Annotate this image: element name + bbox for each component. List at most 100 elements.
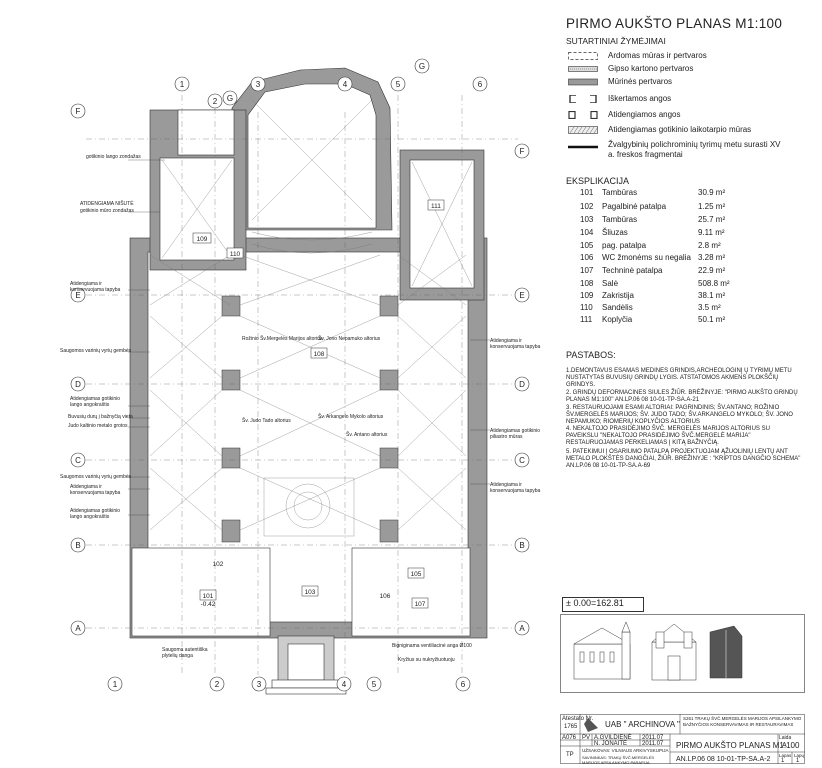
annotation-metal-grille: Judo kaltinio metalo grotos [68, 423, 128, 429]
axis-label: A [75, 624, 81, 633]
axis-label: G [419, 62, 425, 71]
axis-bubble-top-2 [207, 93, 223, 109]
annotation-gothic-window-2: Atidengiamas gotikinio lango angokraštis [70, 508, 121, 520]
axis-label: C [75, 456, 81, 465]
axis-bubble-top-4 [337, 76, 353, 92]
pillar [379, 369, 399, 391]
designer-date-2: 2011.07 [642, 741, 664, 747]
axis-label: B [519, 541, 524, 550]
room-103: 103 [305, 589, 316, 596]
axis-bubble-top-5 [390, 76, 406, 92]
pillar [379, 295, 399, 317]
axis-bubble-top-1 [174, 76, 190, 92]
atestato-label: Atestato Nr. [562, 716, 594, 722]
explication-heading: EKSPLIKACIJA [566, 176, 630, 186]
annotation-gothic-wall-probe: gotikinio mūro zondažas [80, 208, 134, 214]
legend-heading: SUTARTINIAI ŽYMĖJIMAI [566, 36, 666, 46]
axis-bubble-bottom-5 [366, 676, 382, 692]
room-107: 107 [415, 601, 426, 608]
opening-box-icon [568, 111, 598, 119]
axis-label: 6 [478, 80, 483, 89]
note-item: 5. PATEKIMUI Į OSARIUMO PATALPĄ PROJEKTU… [566, 449, 801, 470]
axis-bubble-left-C [70, 452, 86, 468]
room-106: 106 [380, 593, 391, 600]
sheet-number: 1 [781, 758, 785, 764]
pillar [221, 295, 241, 317]
annotation-niche: ATIDENGIAMA NIŠUTĖ [80, 201, 134, 207]
client: UŽSAKOVAS: VILNIAUS ARKIVYSKUPIJA [582, 748, 669, 753]
vestibule-right-walls [351, 547, 471, 637]
axis-label: 1 [113, 680, 118, 689]
axis-label: 1 [180, 80, 185, 89]
opening-bracket-icon [569, 95, 597, 103]
facade-thumbnails [560, 614, 805, 693]
altar-jude-thaddeus: Šv. Judo Tado altorius [242, 418, 291, 424]
axis-bubble-left-B [70, 537, 86, 553]
axis-label: D [519, 380, 525, 389]
title-block-frame [560, 714, 805, 764]
porch-step2 [265, 687, 347, 695]
annotation-gothic-window-1: Atidengiamas gotikinio lango angokraštis [70, 396, 121, 408]
atestato-number: 1765 [564, 724, 578, 730]
axis-label: 3 [256, 80, 261, 89]
pillar [221, 447, 241, 469]
axis-bubble-bottom-6 [455, 676, 471, 692]
axis-label: 5 [396, 80, 401, 89]
axis-bubble-bottom-4 [336, 676, 352, 692]
axis-label: C [519, 456, 525, 465]
room-108: 108 [314, 351, 325, 358]
room-111: 111 [431, 203, 441, 210]
annotation-hinges-1: Saugomos varinių vyrių gembės [60, 348, 132, 354]
axis-label: A [519, 624, 525, 633]
axis-label: 5 [372, 680, 377, 689]
axis-label: 4 [342, 680, 347, 689]
annotation-gothic-window-probe: gotikinio lango zondažas [86, 154, 141, 160]
drawing-number: AN.LP.06 08 10-01-TP-SA.A-2 [676, 756, 771, 763]
annotation-former-door: Buvusių durų į bažnyčią vieta [68, 414, 133, 420]
axis-bubble-left-E [70, 287, 86, 303]
axis-label: 2 [213, 97, 218, 106]
axis-bubble-top-3 [250, 76, 266, 92]
company-logo-icon [584, 718, 598, 732]
axis-label: 6 [461, 680, 466, 689]
porch-step1 [271, 679, 341, 689]
room-109: 109 [197, 236, 208, 243]
sheet-title: PIRMO AUKŠTO PLANAS M1:100 [566, 16, 783, 31]
axis-bubble-left-D [70, 376, 86, 392]
designer-date: 2011.07 [642, 735, 664, 741]
pillar [379, 519, 399, 543]
designer-name: A.GVILDIENĖ [594, 735, 632, 741]
axis-label: F [76, 107, 81, 116]
annotation-gothic-pilaster: Atidengiamas gotikinio piliastro mūras [490, 428, 541, 440]
axis-bubble-right-A [514, 620, 530, 636]
sheet-label: Lapas [779, 753, 792, 758]
axis-label: F [520, 147, 525, 156]
axis-bubble-right-D [514, 376, 530, 392]
note-item: 3. RESTAURUOJAMI ESAMI ALTORIAI: PAGRIND… [566, 405, 793, 426]
axis-label: 4 [343, 80, 348, 89]
axis-label: G [227, 94, 233, 103]
annotation-painting-1: Atidengiama ir konservuojama tapyba [70, 281, 121, 293]
axis-bubble-right-G [414, 58, 430, 74]
hatched-partition-icon [568, 66, 598, 72]
altar-archangel-michael: Šv. Arkangelo Mykolo altorius [318, 414, 384, 420]
axis-bubble-left-A [70, 620, 86, 636]
elevation-box [562, 597, 644, 612]
apse-inner [247, 83, 377, 229]
note-item: 1.DEMONTAVUS ESAMAS MEDINES GRINDIS,ARCH… [566, 368, 792, 389]
annotation-hinges-2: Saugomos varinių vyrių gembės [60, 474, 132, 480]
axis-bubble-right-E [514, 287, 530, 303]
solid-partition-icon [568, 78, 598, 86]
stage-code: TP [566, 752, 574, 758]
project-name: S261 TRAKŲ ŠVČ.MERGELĖS MARIJOS APSILANK… [683, 716, 802, 727]
owner: SAVININKAS: TRAKŲ ŠVČ.MERGELĖS MARIJOS A… [582, 755, 655, 765]
pillar [379, 447, 399, 469]
room-101: 101 [203, 593, 214, 600]
porch-inner [287, 643, 325, 681]
sheets-count: 1 [796, 758, 800, 764]
axis-label: B [75, 541, 80, 550]
room-102: 102 [213, 561, 224, 568]
small-rooms-top [177, 109, 235, 156]
axis-bubble-g-left [222, 90, 238, 106]
